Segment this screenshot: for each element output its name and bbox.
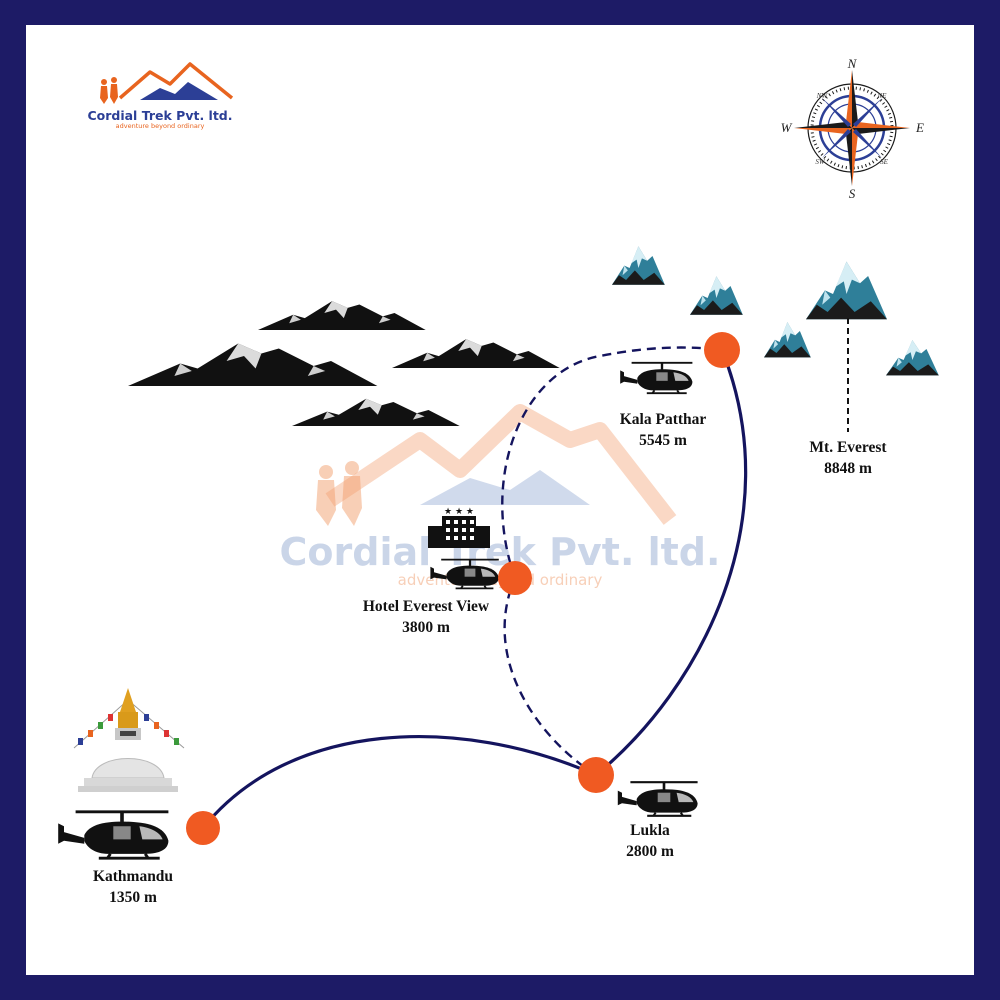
route-lukla-kala-patthar [594, 349, 748, 777]
compass-ne: NE [877, 92, 888, 100]
label-lukla: Lukla 2800 m [600, 820, 700, 862]
marker-lukla [578, 757, 614, 793]
kala-patthar-name: Kala Patthar [619, 411, 707, 428]
compass-w: W [781, 120, 793, 135]
marker-kala-patthar [704, 332, 740, 368]
compass-n: N [847, 56, 858, 71]
route-kathmandu-lukla [201, 734, 597, 830]
brand-name: Cordial Trek Pvt. ltd. [87, 108, 232, 123]
hotel-elevation: 3800 m [402, 619, 450, 636]
lukla-name: Lukla [630, 822, 670, 839]
kala-patthar-elevation: 5545 m [639, 432, 687, 449]
boudhanath-stupa-icon [73, 688, 185, 792]
compass-e: E [915, 120, 924, 135]
everest-elevation: 8848 m [824, 460, 872, 477]
label-everest: Mt. Everest 8848 m [790, 437, 906, 479]
svg-text:★ ★ ★: ★ ★ ★ [444, 507, 474, 517]
lukla-elevation: 2800 m [626, 843, 674, 860]
compass-se: SE [880, 158, 889, 166]
brand-tagline: adventure beyond ordinary [116, 122, 205, 130]
company-logo: Cordial Trek Pvt. ltd. adventure beyond … [87, 62, 234, 130]
marker-hotel [498, 561, 532, 595]
label-kala-patthar: Kala Patthar 5545 m [605, 409, 721, 451]
mountain-range-illustration [128, 301, 560, 426]
kathmandu-elevation: 1350 m [109, 889, 157, 906]
route-hotel-kala-patthar [501, 346, 723, 579]
watermark-name: Cordial Trek Pvt. ltd. [280, 530, 721, 574]
compass-sw: SW [815, 158, 826, 166]
helicopter-icon [616, 780, 699, 818]
compass-nw: NW [816, 92, 829, 100]
label-kathmandu: Kathmandu 1350 m [70, 866, 196, 908]
route-lukla-hotel [503, 577, 597, 777]
hotel-icon: ★ ★ ★ [428, 507, 490, 548]
everest-peaks-illustration [612, 246, 939, 376]
helicopter-icon [56, 809, 171, 861]
flight-routes [201, 318, 849, 830]
everest-name: Mt. Everest [809, 439, 887, 456]
location-markers [186, 332, 740, 845]
compass-rose: N S E W NE NW SE SW [781, 56, 924, 201]
kathmandu-name: Kathmandu [92, 868, 174, 885]
marker-kathmandu [186, 811, 220, 845]
helicopter-icon [619, 361, 694, 395]
compass-s: S [849, 186, 856, 201]
label-hotel: Hotel Everest View 3800 m [340, 596, 512, 638]
hotel-name: Hotel Everest View [362, 598, 490, 615]
